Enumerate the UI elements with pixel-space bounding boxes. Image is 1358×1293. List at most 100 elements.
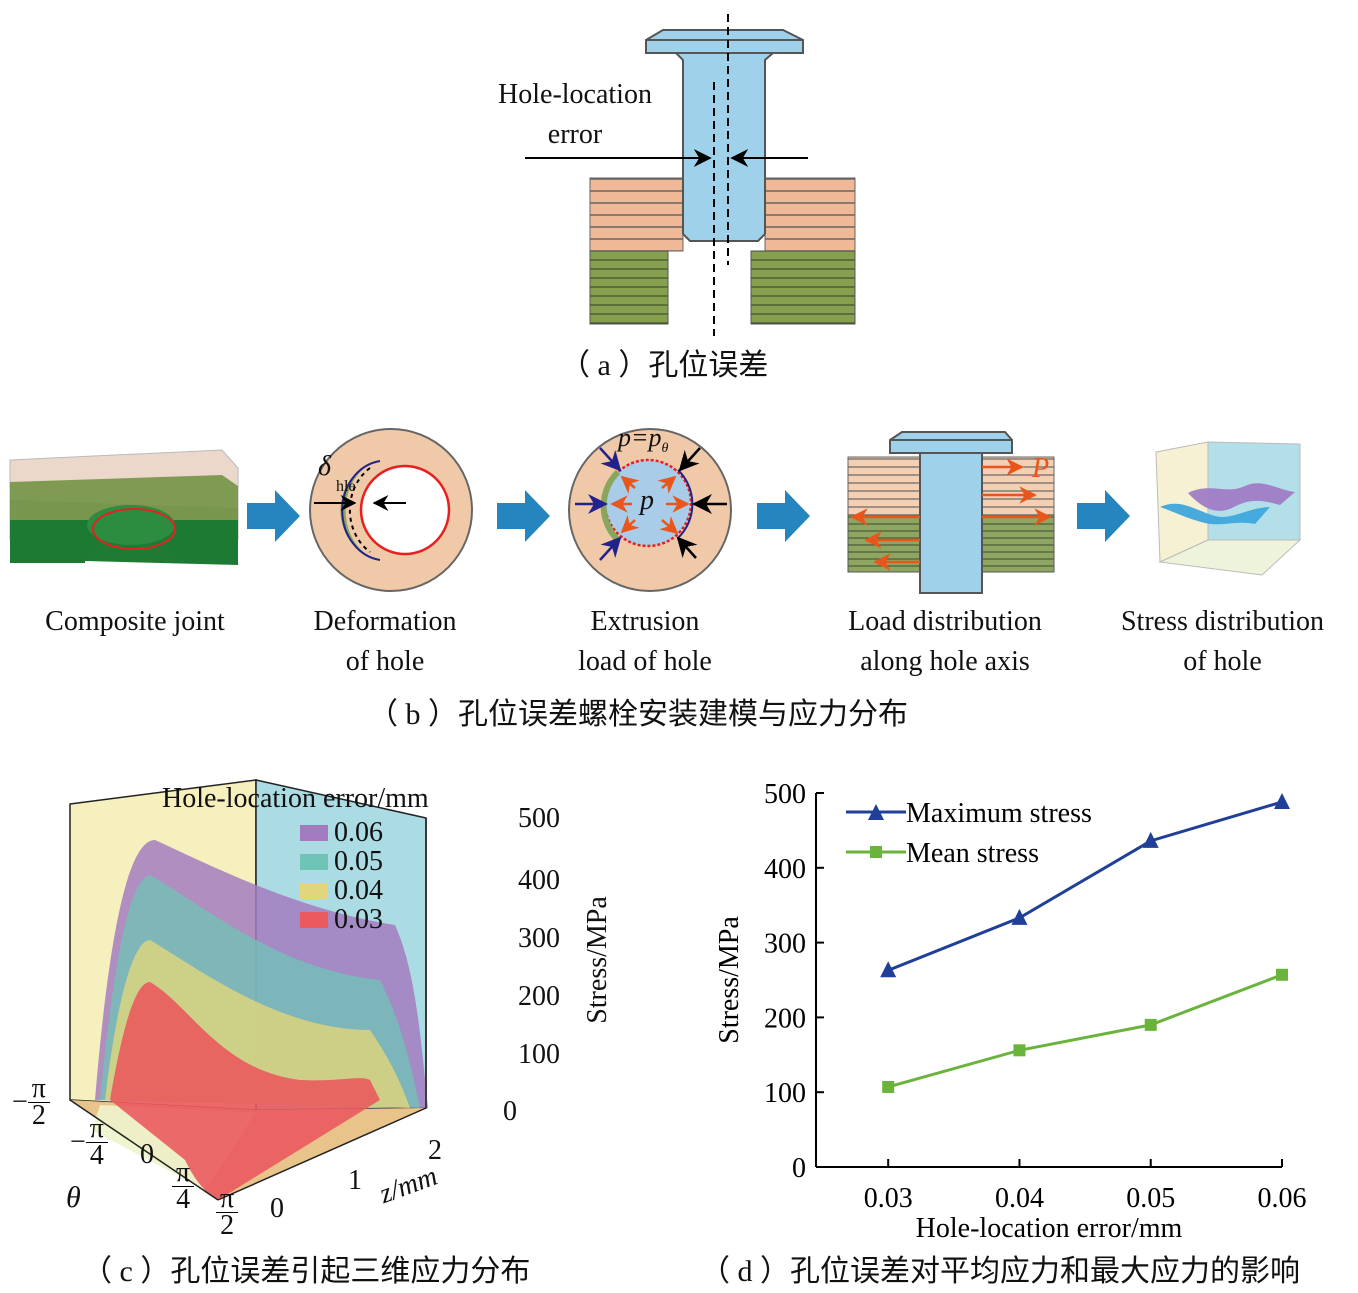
legend-swatch [300,882,328,899]
delta-symbol: δ [318,451,332,482]
legend-item-0.05: 0.05 [300,847,383,876]
x-tick-label: 0.06 [1258,1183,1307,1214]
load-distribution-diagram [847,431,1055,594]
legend-square-marker [870,846,882,858]
theta-den: 2 [31,1100,46,1131]
flow-arrow-4 [1077,490,1130,542]
c-theta-tick-0: 0 [140,1139,154,1170]
legend-label: 0.05 [334,846,383,877]
theta-den: 2 [220,1210,235,1241]
c-z-tick-0: 0 [270,1193,284,1224]
pressure-equation: p=pθ [618,424,668,456]
theta-num: π [172,1159,195,1187]
c-stress-tick-400: 400 [518,865,560,896]
data-point-triangle [880,961,897,978]
theta-sign: − [12,1086,28,1118]
theta-den: 4 [176,1184,191,1215]
hole-location-label-line1: Hole-location [498,79,652,110]
theta-sign: − [70,1126,86,1158]
y-tick-label: 500 [764,779,806,810]
c-z-tick-2: 2 [428,1135,442,1166]
x-tick-label: 0.03 [864,1183,913,1214]
x-tick-label: 0.05 [1126,1183,1175,1214]
panel-c-3d-surface [69,779,428,1201]
panel-d-line-chart: 0 100 200 300 400 500 0.03 0.04 0.05 0.06 Maximu… [714,779,1307,1244]
y-tick-label: 300 [764,929,806,960]
data-point-square [882,1080,895,1093]
upper-laminate-right [764,177,856,252]
step-label-deformation: Deformation of hole [280,602,490,682]
panel-a-bolt-diagram [525,14,856,336]
c-stress-tick-200: 200 [518,981,560,1012]
c-stress-axis-label-wrap: Stress/MPa [578,870,618,1050]
composite-joint-model [9,449,239,565]
legend-item-0.03: 0.03 [300,905,383,934]
x-axis-label: Hole-location error/mm [916,1213,1183,1244]
step-3-line1: Extrusion [590,606,700,637]
bolt-head [645,29,804,54]
caption-a: （ a ）孔位误差 [560,349,769,382]
load-symbol: P [1032,453,1050,484]
step-2-line2: of hole [345,646,425,677]
legend-d: Maximum stress Mean stress [846,798,1092,869]
step-5-line1: Stress distribution [1120,606,1324,637]
lower-laminate-right [750,250,856,325]
pressure-equation-sub: θ [661,441,669,457]
legend-label: 0.03 [334,904,383,935]
c-stress-axis-label: Stress/MPa [582,896,613,1024]
hole-highlight-ellipse [92,508,176,550]
extrusion-load-diagram [568,428,732,592]
theta-num: π [216,1185,239,1213]
panel-b-process [9,428,1302,594]
c-stress-tick-300: 300 [518,923,560,954]
c-stress-tick-0: 0 [503,1096,517,1127]
pressure-center-symbol: p [640,485,654,516]
step-1-line1: Composite joint [45,606,225,637]
c-stress-tick-500: 500 [518,803,560,834]
data-point-square [1013,1044,1026,1057]
upper-laminate-left [589,177,684,252]
stress-distribution-mini-plot [1155,441,1302,576]
flow-arrow-2 [497,490,550,542]
c-stress-tick-100: 100 [518,1039,560,1070]
y-tick-label: 100 [764,1078,806,1109]
delta-subscript: hle [336,478,356,495]
flow-arrow-1 [247,490,300,542]
data-point-square [1144,1018,1157,1031]
y-axis-label: Stress/MPa [714,916,745,1044]
legend-swatch [300,853,328,870]
data-point-square [1276,968,1288,981]
data-point-triangle [1274,792,1290,809]
caption-d: （ d ）孔位误差对平均应力和最大应力的影响 [700,1255,1300,1288]
pressure-equation-main: p=p [618,423,662,452]
surface-0.03 [110,982,380,1200]
legend-label: 0.04 [334,875,383,906]
x-tick-label: 0.04 [995,1183,1044,1214]
y-tick-label: 0 [792,1153,806,1184]
legend-swatch [300,824,328,841]
bolt-shank [673,52,776,242]
legend-label-max: Maximum stress [906,798,1092,829]
legend-label: 0.06 [334,817,383,848]
legend-triangle-marker [868,804,884,820]
c-z-tick-1: 1 [348,1165,362,1196]
step-label-composite-joint: Composite joint [10,602,260,642]
legend-label-mean: Mean stress [906,838,1039,869]
flow-arrow-3 [757,490,810,542]
step-3-line2: load of hole [578,646,712,677]
step-label-extrusion: Extrusion load of hole [540,602,750,682]
y-tick-label: 200 [764,1003,806,1034]
y-tick-label: 400 [764,854,806,885]
series-line-max [887,800,1283,972]
step-2-line1: Deformation [313,606,457,637]
hole-deformation-diagram [309,428,473,592]
theta-den: 4 [89,1140,104,1171]
caption-b: （ b ）孔位误差螺栓安装建模与应力分布 [368,698,908,731]
legend-c: 0.06 0.05 0.04 0.03 [300,818,383,934]
